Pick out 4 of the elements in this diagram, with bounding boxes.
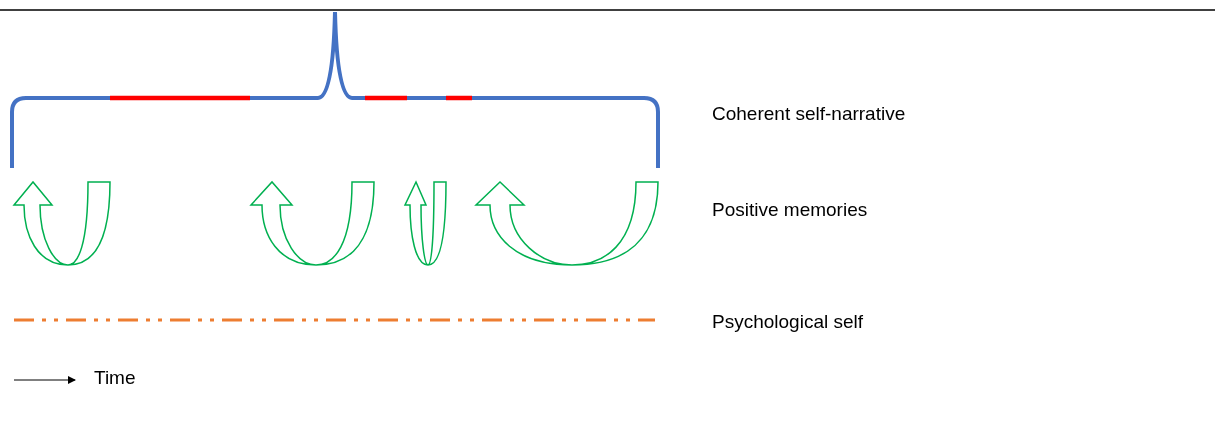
layer-label: Positive memories — [712, 200, 868, 219]
layer-label: Psychological self — [712, 312, 864, 331]
layer-label: Coherent self-narrative — [712, 104, 906, 123]
axis-label: Time — [94, 368, 136, 387]
